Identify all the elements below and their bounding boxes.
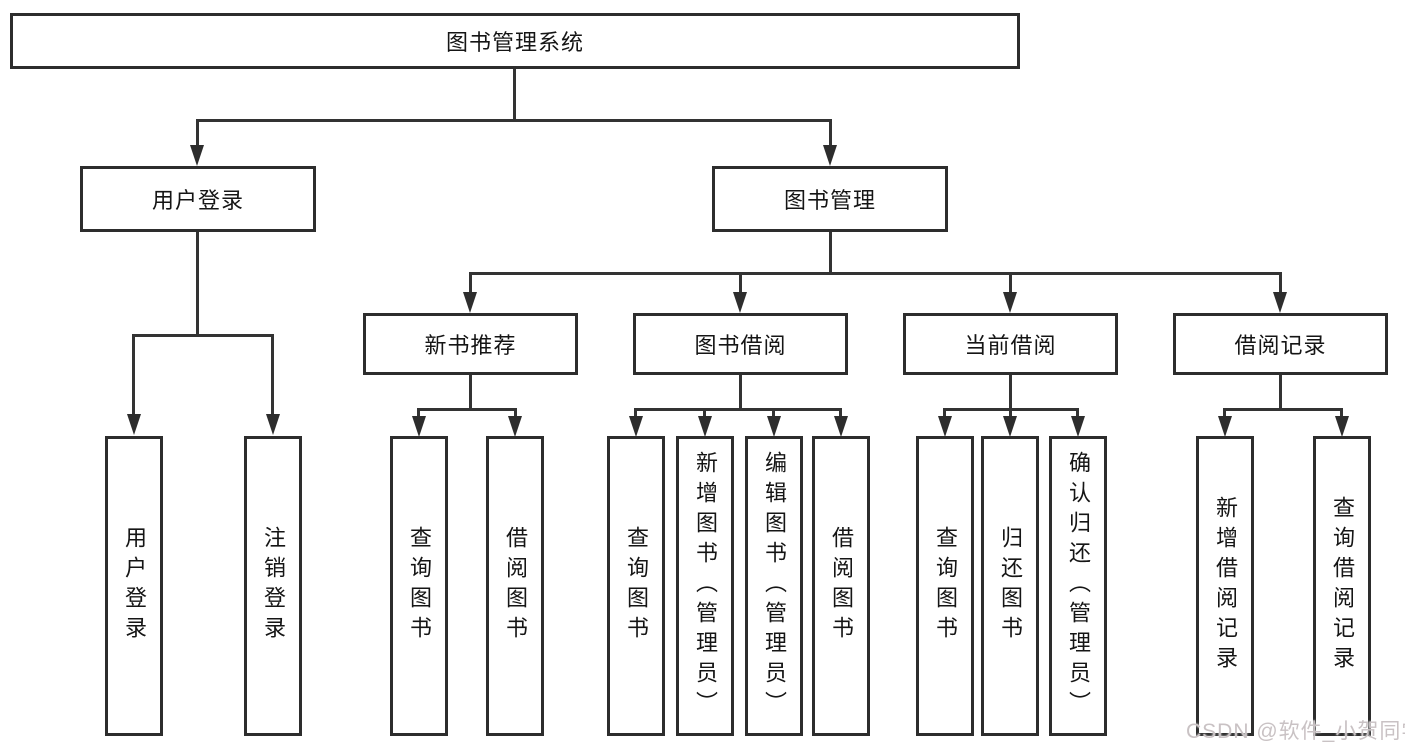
- connector-line: [634, 408, 842, 411]
- arrow-down-icon: [508, 416, 522, 437]
- arrow-down-icon: [938, 416, 952, 437]
- node-book-management: 图书管理: [712, 166, 948, 232]
- connector-line: [1223, 408, 1343, 411]
- connector-line: [772, 408, 775, 420]
- connector-line: [1009, 408, 1012, 420]
- leaf-label: 查询借阅记录: [1330, 496, 1355, 676]
- leaf-add-borrow-record: 新增借阅记录: [1196, 436, 1254, 736]
- leaf-label: 新增借阅记录: [1213, 496, 1238, 676]
- leaf-label: 查询图书: [624, 526, 649, 646]
- node-label: 当前借阅: [964, 333, 1057, 358]
- connector-line: [469, 272, 472, 296]
- connector-line: [417, 408, 517, 411]
- node-library-management-system: 图书管理系统: [10, 13, 1020, 69]
- connector-line: [469, 272, 1281, 275]
- arrow-down-icon: [1003, 416, 1017, 437]
- arrow-down-icon: [463, 292, 477, 313]
- node-label: 用户登录: [151, 188, 244, 213]
- connector-line: [943, 408, 946, 420]
- node-label: 新书推荐: [424, 333, 517, 358]
- leaf-label: 借阅图书: [503, 526, 528, 646]
- arrow-down-icon: [127, 414, 141, 435]
- leaf-label: 查询图书: [407, 526, 432, 646]
- csdn-watermark: CSDN @软件_小贺同学: [1186, 720, 1405, 743]
- arrow-down-icon: [767, 416, 781, 437]
- connector-line: [1076, 408, 1079, 420]
- arrow-down-icon: [629, 416, 643, 437]
- leaf-label: 借阅图书: [829, 526, 854, 646]
- connector-line: [1009, 272, 1012, 296]
- leaf-return-book: 归还图书: [981, 436, 1039, 736]
- connector-line: [634, 408, 637, 420]
- leaf-logout: 注销登录: [244, 436, 302, 736]
- connector-line: [196, 232, 199, 336]
- leaf-label: 归还图书: [998, 526, 1023, 646]
- leaf-edit-book-admin: 编辑图书（管理员）: [745, 436, 803, 736]
- node-borrow-record: 借阅记录: [1173, 313, 1388, 375]
- arrow-down-icon: [412, 416, 426, 437]
- connector-line: [1009, 375, 1012, 411]
- leaf-label: 注销登录: [261, 526, 286, 646]
- node-user-login: 用户登录: [80, 166, 316, 232]
- node-new-book-recommend: 新书推荐: [363, 313, 578, 375]
- connector-line: [514, 408, 517, 420]
- node-label: 图书管理: [783, 188, 876, 213]
- arrow-down-icon: [1071, 416, 1085, 437]
- node-label: 图书管理系统: [445, 30, 584, 55]
- connector-line: [196, 119, 199, 147]
- connector-line: [1279, 375, 1282, 411]
- connector-line: [469, 375, 472, 411]
- node-book-borrow: 图书借阅: [633, 313, 848, 375]
- connector-line: [271, 334, 274, 416]
- leaf-query-book-2: 查询图书: [607, 436, 665, 736]
- arrow-down-icon: [823, 145, 837, 166]
- connector-line: [1279, 272, 1282, 296]
- arrow-down-icon: [266, 414, 280, 435]
- node-label: 图书借阅: [694, 333, 787, 358]
- node-current-borrow: 当前借阅: [903, 313, 1118, 375]
- leaf-label: 编辑图书（管理员）: [762, 451, 787, 721]
- leaf-borrow-book-2: 借阅图书: [812, 436, 870, 736]
- connector-line: [703, 408, 706, 420]
- connector-line: [829, 232, 832, 275]
- leaf-add-book-admin: 新增图书（管理员）: [676, 436, 734, 736]
- arrow-down-icon: [1273, 292, 1287, 313]
- leaf-query-book-1: 查询图书: [390, 436, 448, 736]
- connector-line: [829, 119, 832, 147]
- node-label: 借阅记录: [1234, 333, 1327, 358]
- connector-line: [1223, 408, 1226, 420]
- leaf-user-login: 用户登录: [105, 436, 163, 736]
- connector-line: [1340, 408, 1343, 420]
- leaf-label: 确认归还（管理员）: [1066, 451, 1091, 721]
- arrow-down-icon: [190, 145, 204, 166]
- connector-line: [417, 408, 420, 420]
- arrow-down-icon: [834, 416, 848, 437]
- arrow-down-icon: [733, 292, 747, 313]
- leaf-query-book-3: 查询图书: [916, 436, 974, 736]
- leaf-label: 用户登录: [122, 526, 147, 646]
- connector-line: [132, 334, 135, 416]
- connector-line: [513, 69, 516, 121]
- arrow-down-icon: [698, 416, 712, 437]
- arrow-down-icon: [1335, 416, 1349, 437]
- connector-line: [739, 375, 742, 411]
- leaf-borrow-book-1: 借阅图书: [486, 436, 544, 736]
- leaf-label: 查询图书: [933, 526, 958, 646]
- arrow-down-icon: [1003, 292, 1017, 313]
- leaf-confirm-return-admin: 确认归还（管理员）: [1049, 436, 1107, 736]
- connector-line: [196, 119, 832, 122]
- connector-line: [132, 334, 274, 337]
- connector-line: [839, 408, 842, 420]
- leaf-label: 新增图书（管理员）: [693, 451, 718, 721]
- arrow-down-icon: [1218, 416, 1232, 437]
- connector-line: [739, 272, 742, 296]
- leaf-query-borrow-record: 查询借阅记录: [1313, 436, 1371, 736]
